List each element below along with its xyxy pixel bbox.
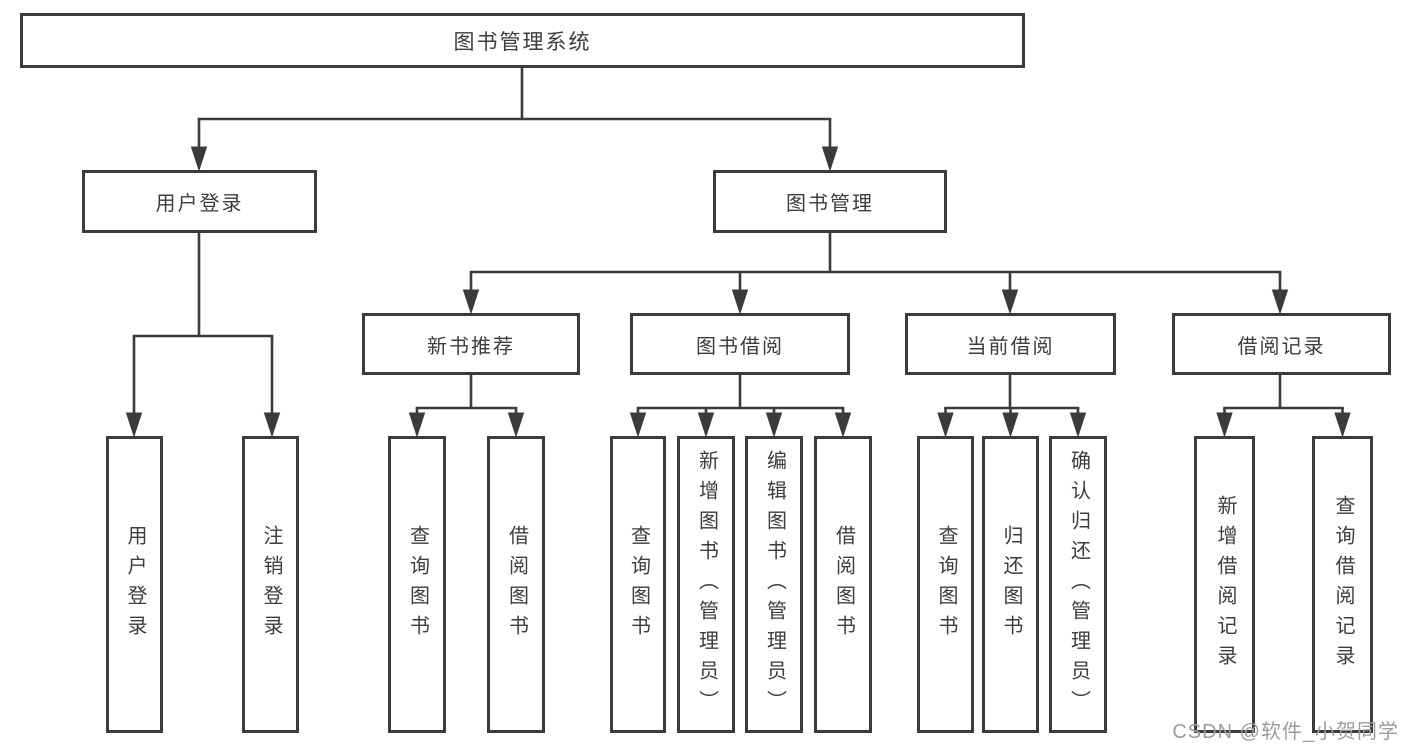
leaf-query-borrow-record-label: 查询借阅记录 (1332, 494, 1354, 675)
leaf-user-login: 用户登录 (106, 436, 163, 733)
node-current-borrow-label: 当前借阅 (966, 335, 1055, 358)
connector-mgmt-to-level3 (462, 233, 1289, 315)
leaf-add-book-admin: 新增图书（管理员） (677, 436, 735, 733)
leaf-add-borrow-record: 新增借阅记录 (1194, 436, 1255, 733)
leaf-query-books-current: 查询图书 (917, 436, 974, 733)
connector-records-to-leaves (1216, 375, 1351, 438)
leaf-query-books-recommend: 查询图书 (388, 436, 446, 733)
leaf-edit-book-admin: 编辑图书（管理员） (745, 436, 803, 733)
connector-root-to-level2 (190, 68, 839, 172)
leaf-query-books-borrow-label: 查询图书 (627, 524, 650, 645)
connector-login-to-leaves (125, 233, 281, 438)
leaf-query-borrow-record: 查询借阅记录 (1312, 436, 1373, 733)
csdn-watermark: CSDN @软件_小贺同学 (1172, 721, 1399, 743)
connector-recommend-to-leaves (408, 375, 525, 438)
leaf-borrow-books-recommend-label: 借阅图书 (505, 524, 528, 645)
node-root-label: 图书管理系统 (453, 30, 592, 54)
connector-borrow-to-leaves (629, 375, 852, 438)
node-user-login-label: 用户登录 (155, 193, 244, 215)
leaf-user-login-label: 用户登录 (124, 524, 146, 645)
leaf-return-book: 归还图书 (982, 436, 1039, 733)
node-borrow-records: 借阅记录 (1172, 313, 1391, 375)
leaf-confirm-return-admin: 确认归还（管理员） (1049, 436, 1107, 733)
leaf-logout-label: 注销登录 (260, 524, 282, 645)
node-root-system: 图书管理系统 (20, 13, 1025, 68)
leaf-borrow-books-recommend: 借阅图书 (487, 436, 545, 733)
leaf-query-books-recommend-label: 查询图书 (406, 524, 429, 645)
leaf-query-books-current-label: 查询图书 (935, 524, 957, 645)
node-new-book-recommend-label: 新书推荐 (427, 335, 515, 358)
leaf-return-book-label: 归还图书 (1000, 524, 1022, 645)
leaf-confirm-return-admin-label: 确认归还（管理员） (1067, 449, 1090, 720)
leaf-borrow-books-label: 借阅图书 (832, 524, 855, 645)
node-current-borrow: 当前借阅 (905, 313, 1116, 375)
node-book-borrow-label: 图书借阅 (696, 335, 784, 358)
node-user-login: 用户登录 (82, 170, 317, 233)
node-new-book-recommend: 新书推荐 (362, 313, 580, 375)
node-book-management: 图书管理 (713, 170, 947, 233)
leaf-add-book-admin-label: 新增图书（管理员） (695, 449, 718, 720)
leaf-logout: 注销登录 (242, 436, 299, 733)
leaf-query-books-borrow: 查询图书 (610, 436, 666, 733)
leaf-edit-book-admin-label: 编辑图书（管理员） (763, 449, 786, 720)
connector-current-to-leaves (937, 375, 1087, 438)
leaf-add-borrow-record-label: 新增借阅记录 (1214, 494, 1236, 675)
node-book-borrow: 图书借阅 (630, 313, 850, 375)
node-book-management-label: 图书管理 (786, 193, 874, 215)
node-borrow-records-label: 借阅记录 (1237, 335, 1326, 358)
leaf-borrow-books: 借阅图书 (814, 436, 872, 733)
